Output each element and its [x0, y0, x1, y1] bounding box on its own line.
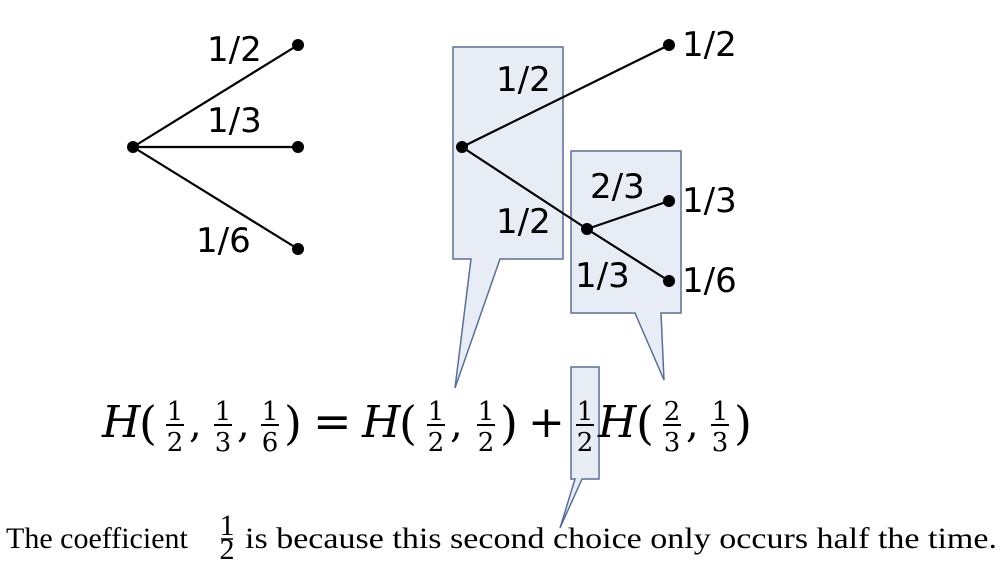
left-edge-3 — [132, 146, 299, 250]
left-edge-label: 1/6 — [196, 221, 251, 261]
plus-sign: + — [528, 397, 565, 448]
right-edge-label: 1/2 — [496, 202, 551, 242]
equals-sign: = — [313, 394, 352, 448]
fraction: 1 3 — [214, 397, 232, 458]
fraction: 1 6 — [261, 397, 279, 458]
comma: , — [189, 401, 202, 447]
numerator: 1 — [428, 397, 445, 427]
left-edge-1 — [132, 44, 299, 148]
left-root-node — [127, 141, 139, 153]
left-tree: 1/2 1/3 1/6 — [127, 30, 304, 261]
left-leaf-node — [292, 141, 304, 153]
numerator: 1 — [262, 397, 279, 427]
denominator: 3 — [712, 428, 729, 458]
left-edge-label: 1/3 — [207, 101, 262, 141]
callout-second-choice — [570, 150, 682, 381]
right-leaf-node — [663, 275, 675, 287]
denominator: 2 — [428, 428, 445, 458]
numerator: 2 — [664, 397, 681, 427]
paren-open: ( — [399, 396, 417, 450]
caption: The coefficient 1 2 is because this seco… — [6, 509, 997, 566]
paren-close: ) — [500, 396, 518, 450]
numerator: 1 — [478, 397, 495, 427]
fraction: 1 2 — [166, 397, 184, 458]
fraction: 1 3 — [711, 397, 729, 458]
function-H: H — [361, 397, 402, 448]
right-inner-node — [581, 223, 593, 235]
right-leaf-node — [663, 195, 675, 207]
right-tree: 1/2 1/2 2/3 1/3 1/2 1/3 1/6 — [456, 25, 737, 301]
comma: , — [450, 401, 463, 447]
left-edge-label: 1/2 — [207, 30, 262, 70]
numerator: 1 — [167, 397, 184, 427]
function-H: H — [101, 397, 142, 448]
paren-open: ( — [139, 396, 157, 450]
denominator: 2 — [220, 533, 235, 566]
denominator: 6 — [262, 428, 279, 458]
numerator: 1 — [577, 397, 594, 427]
caption-before: The coefficient — [6, 522, 189, 555]
denominator: 2 — [478, 428, 495, 458]
right-edge-2 — [461, 146, 588, 230]
numerator: 1 — [215, 397, 232, 427]
comma: , — [237, 401, 250, 447]
function-H: H — [597, 397, 638, 448]
right-leaf-node — [663, 39, 675, 51]
denominator: 2 — [577, 428, 594, 458]
comma: , — [686, 401, 699, 447]
right-edge-4 — [586, 228, 670, 282]
left-leaf-node — [292, 39, 304, 51]
denominator: 3 — [215, 428, 232, 458]
denominator: 3 — [664, 428, 681, 458]
right-root-node — [456, 141, 468, 153]
fraction: 2 3 — [663, 397, 681, 458]
right-leaf-label: 1/3 — [682, 181, 737, 221]
right-edge-label: 2/3 — [590, 167, 645, 207]
right-edge-label: 1/3 — [575, 256, 630, 296]
callout-coefficient — [559, 366, 600, 529]
right-leaf-label: 1/2 — [682, 25, 737, 65]
callout-first-choice — [452, 46, 564, 389]
caption-after: is because this second choice only occur… — [245, 522, 997, 555]
left-leaf-node — [292, 243, 304, 255]
caption-fraction: 1 2 — [220, 509, 235, 566]
right-leaf-label: 1/6 — [682, 261, 737, 301]
paren-close: ) — [734, 396, 752, 450]
numerator: 1 — [220, 509, 235, 542]
fraction: 1 2 — [427, 397, 445, 458]
fraction: 1 2 — [477, 397, 495, 458]
numerator: 1 — [712, 397, 729, 427]
paren-open: ( — [636, 396, 654, 450]
coefficient-fraction: 1 2 — [576, 397, 594, 458]
entropy-equation: H ( 1 2 , 1 3 , 1 6 ) = H ( 1 2 , — [101, 394, 752, 458]
denominator: 2 — [167, 428, 184, 458]
paren-close: ) — [284, 396, 302, 450]
right-edge-3 — [586, 199, 670, 231]
right-edge-label: 1/2 — [496, 60, 551, 100]
right-edge-1 — [461, 44, 670, 148]
